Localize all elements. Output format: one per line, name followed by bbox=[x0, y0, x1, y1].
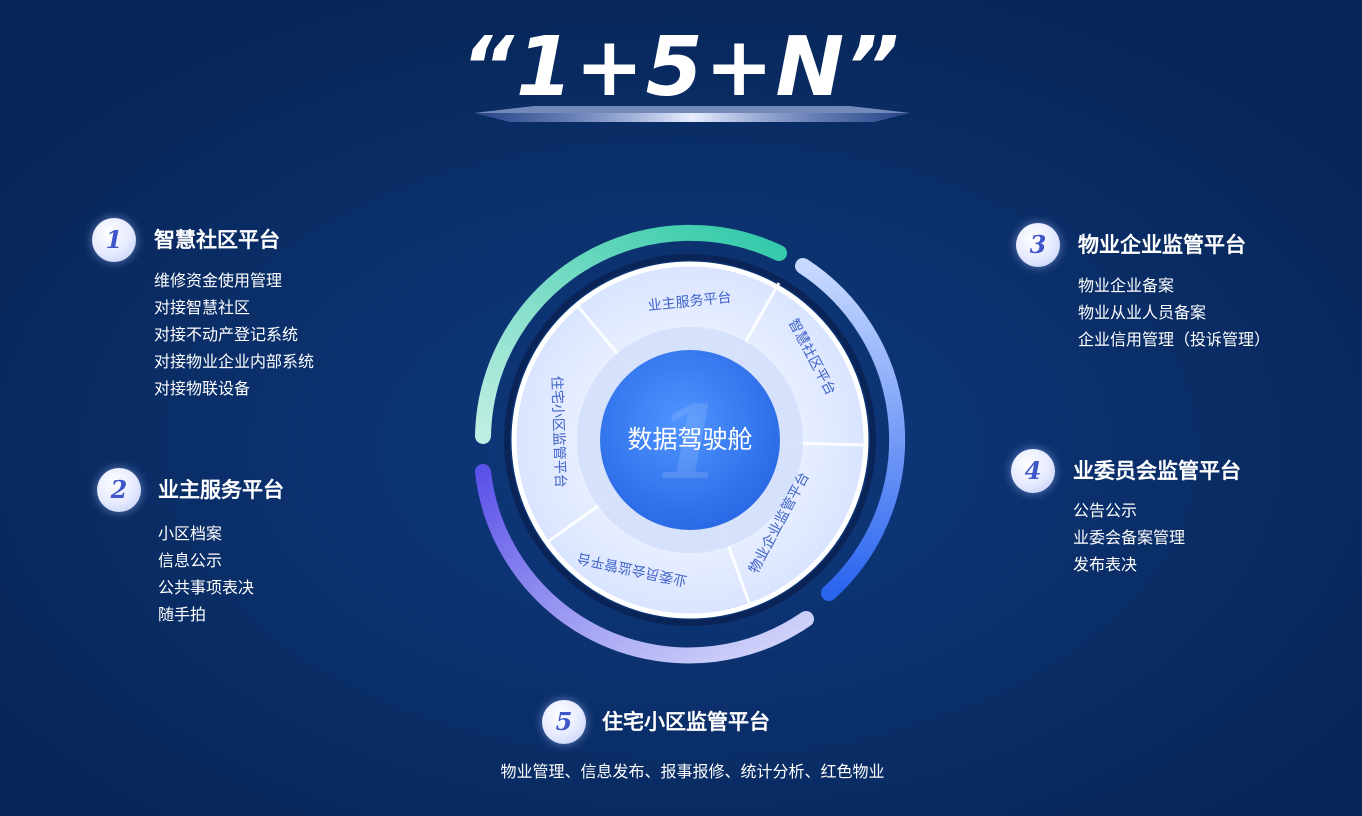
list-item: 物业从业人员备案 bbox=[1078, 303, 1207, 322]
list-item: 物业企业备案 bbox=[1078, 276, 1175, 295]
outer-arc-violet bbox=[475, 464, 814, 664]
number-badge-5: 5 bbox=[542, 700, 586, 744]
list-item: 公共事项表决 bbox=[158, 578, 255, 597]
list-item: 对接不动产登记系统 bbox=[154, 325, 299, 344]
platform-ring-diagram: 1 数据驾驶舱 业主服务平台 智慧社区平台 物业企业监管平台 业委员会监管平台 … bbox=[475, 224, 906, 664]
list-item: 发布表决 bbox=[1073, 555, 1138, 574]
list-item: 企业信用管理（投诉管理） bbox=[1078, 330, 1271, 349]
page-title: “1+5+N” bbox=[461, 20, 901, 115]
outer-arc-blue bbox=[795, 258, 906, 601]
list-item: 小区档案 bbox=[158, 524, 223, 543]
list-item: 对接物联设备 bbox=[154, 379, 251, 398]
platform-items-3: 物业企业备案 物业从业人员备案 企业信用管理（投诉管理） bbox=[1078, 272, 1270, 353]
platform-items-2: 小区档案 信息公示 公共事项表决 随手拍 bbox=[158, 520, 254, 628]
list-item: 维修资金使用管理 bbox=[154, 271, 283, 290]
center-label: 数据驾驶舱 bbox=[627, 425, 752, 454]
platform-title-1: 智慧社区平台 bbox=[154, 228, 280, 252]
center-watermark: 1 bbox=[655, 384, 725, 502]
list-item: 对接物业企业内部系统 bbox=[154, 352, 315, 371]
title-pedestal bbox=[474, 106, 910, 122]
outer-arc-teal bbox=[475, 224, 787, 444]
data-cockpit-hub bbox=[600, 350, 780, 530]
platform-title-5: 住宅小区监管平台 bbox=[602, 710, 770, 734]
ring-label-residential: 住宅小区监管平台 bbox=[548, 376, 568, 488]
number-badge-4: 4 bbox=[1011, 449, 1055, 493]
list-item: 业委会备案管理 bbox=[1073, 528, 1186, 547]
list-item: 公告公示 bbox=[1073, 501, 1138, 520]
platform-items-1: 维修资金使用管理 对接智慧社区 对接不动产登记系统 对接物业企业内部系统 对接物… bbox=[154, 267, 314, 402]
number-badge-3: 3 bbox=[1016, 223, 1060, 267]
number-badge-1: 1 bbox=[92, 218, 136, 262]
list-item: 对接智慧社区 bbox=[154, 298, 251, 317]
platform-items-4: 公告公示 业委会备案管理 发布表决 bbox=[1073, 497, 1185, 578]
platform-items-5: 物业管理、信息发布、报事报修、统计分析、红色物业 bbox=[500, 762, 885, 781]
list-item: 信息公示 bbox=[158, 551, 223, 570]
inner-ring-track bbox=[504, 254, 876, 626]
number-badge-2: 2 bbox=[97, 468, 141, 512]
platform-title-2: 业主服务平台 bbox=[158, 478, 284, 502]
list-item: 随手拍 bbox=[158, 605, 207, 624]
platform-title-3: 物业企业监管平台 bbox=[1078, 233, 1246, 257]
platform-title-4: 业委员会监管平台 bbox=[1073, 459, 1241, 483]
